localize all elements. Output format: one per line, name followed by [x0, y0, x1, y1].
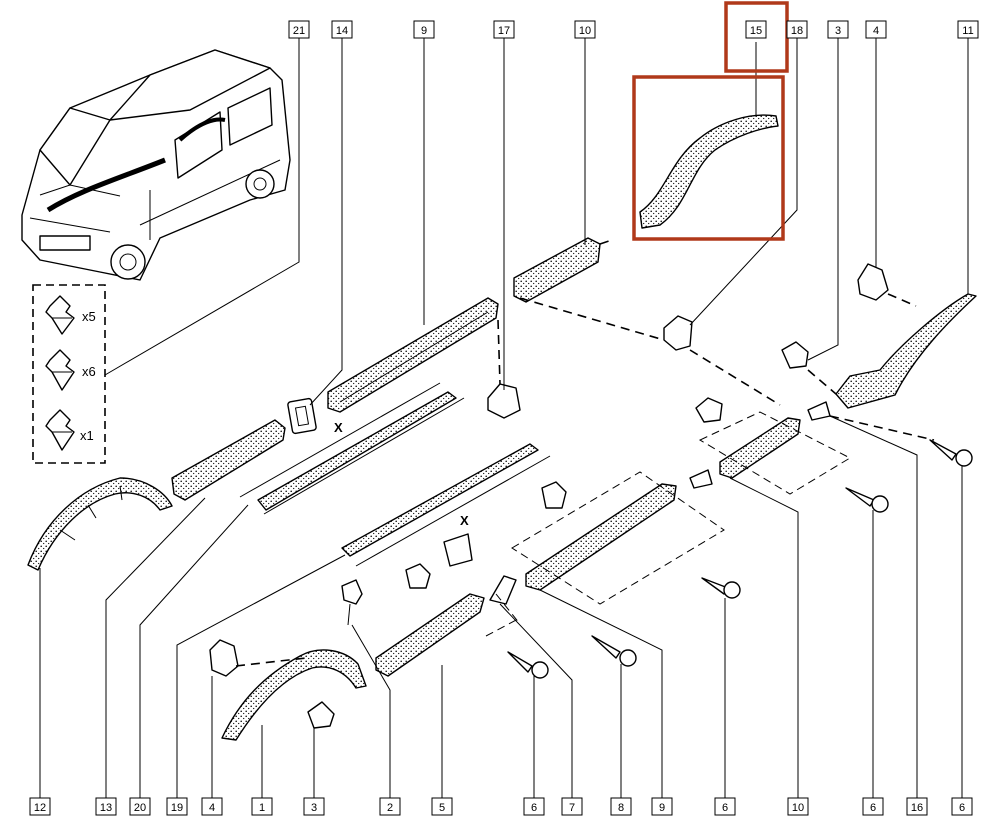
callout-19: 19 [171, 802, 183, 814]
part-19-rail: X [341, 443, 551, 567]
part-10-upper-strip [513, 237, 601, 303]
callout-10: 10 [579, 25, 591, 37]
callout-3-bottom: 3 [311, 802, 317, 814]
dimension-x-upper: X [334, 420, 343, 435]
callouts-bottom: 12 13 20 19 4 1 3 2 5 6 7 8 9 6 10 6 16 … [29, 797, 973, 816]
part-20-rail: X [239, 382, 465, 515]
clip-icon [45, 295, 75, 335]
clip-qty-x1: x1 [80, 428, 94, 443]
callout-1: 1 [259, 802, 265, 814]
callouts-top: 21 14 9 17 10 15 18 3 4 11 [288, 20, 979, 39]
part-4-clip [857, 263, 889, 301]
callout-12: 12 [34, 802, 46, 814]
part-13-side-moulding [171, 419, 286, 501]
part-6-screw [845, 487, 889, 513]
part-11-rear-arch [835, 293, 977, 409]
callout-20: 20 [134, 802, 146, 814]
clip-icon [45, 409, 75, 451]
callout-16: 16 [911, 802, 923, 814]
clip-kit-panel: x5 x6 x1 [32, 284, 106, 464]
callout-11: 11 [962, 25, 973, 37]
callout-15: 15 [750, 25, 762, 37]
callout-18: 18 [791, 25, 803, 37]
part-3-nut [307, 701, 335, 729]
part-4-clip [209, 639, 239, 677]
callout-13: 13 [100, 802, 112, 814]
part-9-lower-strip [525, 469, 713, 591]
callout-9-bottom: 9 [659, 802, 665, 814]
callout-3: 3 [835, 25, 841, 37]
callout-7: 7 [569, 802, 575, 814]
callout-6a: 6 [531, 802, 537, 814]
callout-4: 4 [873, 25, 879, 37]
callout-17: 17 [498, 25, 510, 37]
van-illustration [21, 49, 291, 281]
part-15-arch-extension [639, 114, 779, 229]
part-16-bolt [807, 401, 831, 421]
part-8-screw [591, 635, 637, 667]
part-7-clip [443, 533, 517, 605]
callout-6b: 6 [722, 802, 728, 814]
part-18-clip [663, 315, 693, 351]
callout-10-bottom: 10 [792, 802, 804, 814]
callout-14: 14 [336, 25, 348, 37]
part-14-clip [287, 397, 317, 435]
callout-9: 9 [421, 25, 427, 37]
part-6-screw [701, 577, 741, 599]
part-12-wheel-arch [27, 477, 173, 571]
callout-4-bottom: 4 [209, 802, 215, 814]
part-3-nut [781, 341, 809, 369]
assembly-lines [235, 239, 935, 667]
callout-5: 5 [439, 802, 445, 814]
part-1-front-arch [221, 649, 367, 741]
callout-8: 8 [618, 802, 624, 814]
callout-6c: 6 [870, 802, 876, 814]
part-6-screw [929, 439, 973, 467]
callout-6d: 6 [959, 802, 965, 814]
clip-qty-x6: x6 [82, 364, 96, 379]
callout-2: 2 [387, 802, 393, 814]
part-9-upper-moulding [327, 297, 499, 413]
dimension-x-lower: X [460, 513, 469, 528]
part-2-screw [341, 579, 363, 626]
leader-lines [39, 38, 969, 798]
clip-icon [45, 349, 75, 391]
part-10-lower-strip [695, 397, 801, 479]
callout-21: 21 [293, 25, 305, 37]
clip-qty-x5: x5 [82, 309, 96, 324]
part-6-screw [507, 651, 549, 679]
part-5-strip [375, 563, 485, 677]
